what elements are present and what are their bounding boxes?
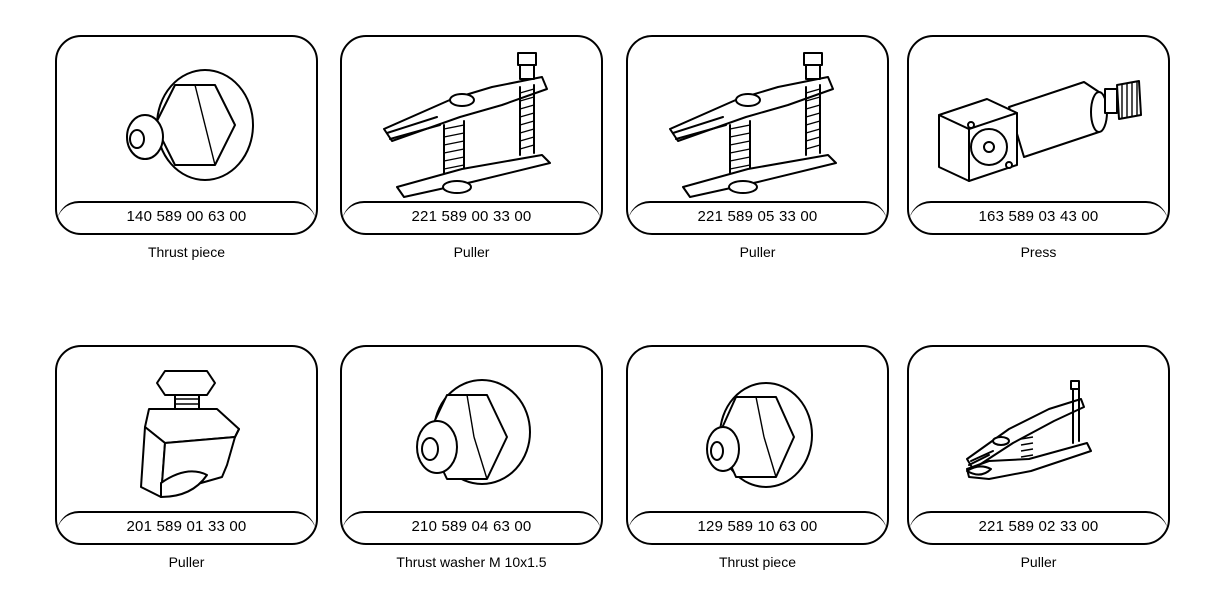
puller-icon — [57, 347, 316, 513]
tool-description: Puller — [739, 244, 776, 260]
tool-description: Thrust washer M 10x1.5 — [396, 554, 547, 570]
tool-card: 201 589 01 33 00 — [55, 345, 318, 545]
part-number: 221 589 05 33 00 — [628, 201, 887, 233]
tool-card: 210 589 04 63 00 — [340, 345, 603, 545]
part-number: 221 589 00 33 00 — [342, 201, 601, 233]
part-number: 140 589 00 63 00 — [57, 201, 316, 233]
puller-icon — [342, 37, 601, 203]
puller-icon — [628, 37, 887, 203]
tool-description: Press — [1020, 244, 1057, 260]
tool-card: 129 589 10 63 00 — [626, 345, 889, 545]
tool-description: Puller — [1020, 554, 1057, 570]
tool-description: Thrust piece — [718, 554, 797, 570]
puller-icon — [909, 347, 1168, 513]
tool-description: Puller — [453, 244, 490, 260]
part-number: 221 589 02 33 00 — [909, 511, 1168, 543]
part-number: 210 589 04 63 00 — [342, 511, 601, 543]
tool-description: Thrust piece — [147, 244, 226, 260]
part-number: 201 589 01 33 00 — [57, 511, 316, 543]
part-number: 163 589 03 43 00 — [909, 201, 1168, 233]
thrust-washer-icon — [342, 347, 601, 513]
tool-description: Puller — [168, 554, 205, 570]
tool-card: 221 589 05 33 00 — [626, 35, 889, 235]
thrust-piece-icon — [628, 347, 887, 513]
tool-card: 163 589 03 43 00 — [907, 35, 1170, 235]
tool-card: 221 589 02 33 00 — [907, 345, 1170, 545]
part-number: 129 589 10 63 00 — [628, 511, 887, 543]
tool-card: 140 589 00 63 00 — [55, 35, 318, 235]
thrust-piece-icon — [57, 37, 316, 203]
tool-card: 221 589 00 33 00 — [340, 35, 603, 235]
press-icon — [909, 37, 1168, 203]
